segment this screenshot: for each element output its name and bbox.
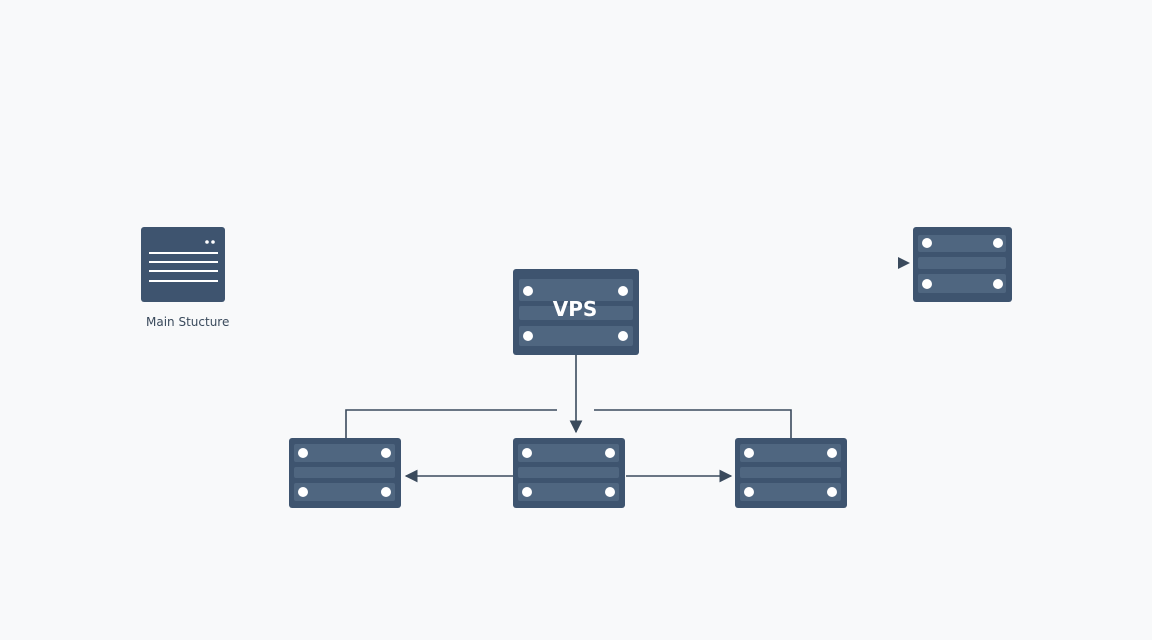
remote-server-node [898, 227, 1012, 302]
main-structure-caption: Main Stucture [146, 315, 230, 329]
left-server-node [289, 438, 401, 508]
connectors [345, 355, 792, 483]
center-server-node [513, 438, 625, 508]
document-list-icon [149, 240, 218, 282]
vps-server-node: VPS [513, 269, 639, 355]
branch-right-line [594, 409, 792, 438]
right-server-node [735, 438, 847, 508]
main-structure-node [141, 227, 225, 302]
pointer-arrow-icon [898, 257, 910, 269]
branch-left-line [345, 409, 557, 438]
vps-label: VPS [553, 297, 598, 321]
